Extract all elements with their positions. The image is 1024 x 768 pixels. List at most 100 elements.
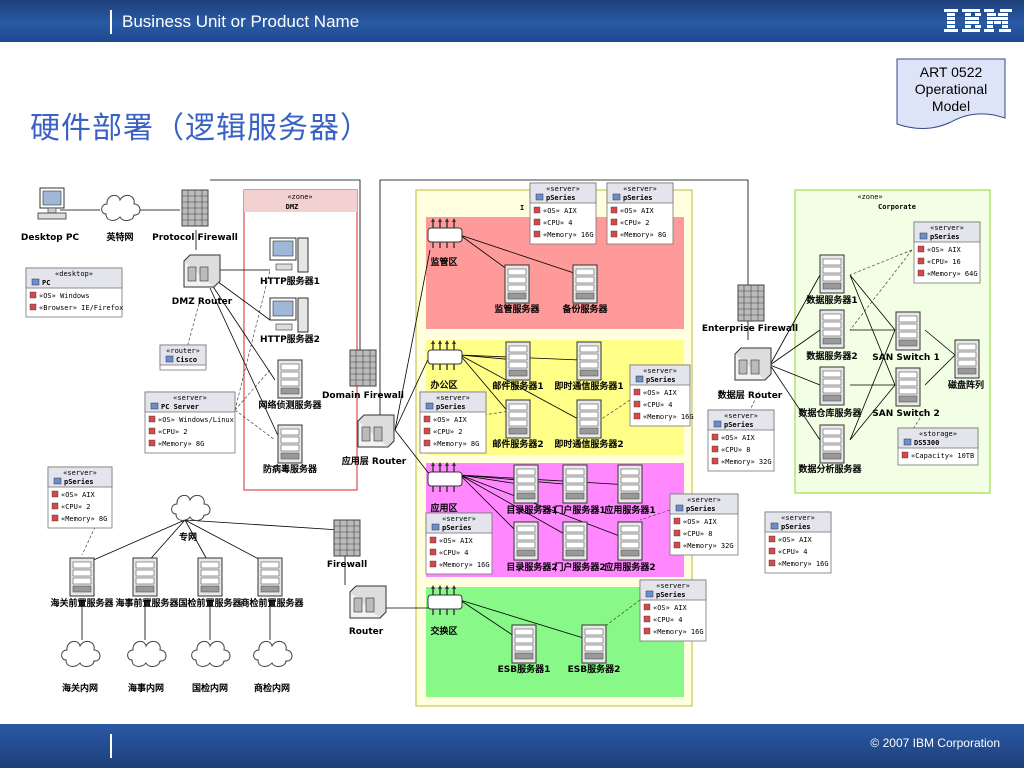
node-icon bbox=[612, 193, 621, 201]
spec-name: pSeries bbox=[442, 524, 472, 532]
spec-box: «server»pSeries«OS» AIX«CPU» 8«Memory» 3… bbox=[707, 409, 775, 472]
spec-attribute: «Memory» 16G bbox=[439, 561, 490, 569]
spec-box: «storage»DS5300«Capacity» 10TB bbox=[897, 427, 979, 466]
spec-attribute: «CPU» 16 bbox=[927, 258, 961, 266]
spec-attribute: «CPU» 8 bbox=[721, 446, 751, 454]
spec-name: pSeries bbox=[656, 591, 686, 599]
svg-text:数据分析服务器: 数据分析服务器 bbox=[798, 463, 862, 475]
http1-node: HTTP服务器1 bbox=[260, 237, 320, 287]
svg-text:即时通信服务器2: 即时通信服务器2 bbox=[554, 438, 623, 450]
spec-attribute: «Memory» 8G bbox=[61, 515, 107, 523]
spec-attribute: «OS» AIX bbox=[439, 537, 474, 545]
svg-text:Domain Firewall: Domain Firewall bbox=[322, 391, 404, 401]
attribute-icon bbox=[768, 535, 776, 543]
svg-text:数据服务器2: 数据服务器2 bbox=[806, 350, 857, 362]
node-icon bbox=[645, 590, 654, 598]
spec-name: DS5300 bbox=[914, 439, 939, 447]
zone-dmz-name: DMZ bbox=[286, 203, 299, 211]
svg-text:应用服务器1: 应用服务器1 bbox=[604, 504, 655, 516]
attribute-icon bbox=[610, 206, 618, 214]
attribute-icon bbox=[51, 502, 59, 510]
spec-attribute: «CPU» 2 bbox=[433, 428, 463, 436]
attribute-icon bbox=[917, 245, 925, 253]
http2-node: HTTP服务器2 bbox=[260, 297, 320, 345]
spec-box: «server»pSeries«OS» AIX«CPU» 4«Memory» 1… bbox=[425, 512, 493, 575]
antivirus-node: 防病毒服务器 bbox=[263, 424, 318, 475]
desktop-pc-node: Desktop PC bbox=[21, 187, 79, 243]
header-bar: Business Unit or Product Name bbox=[0, 0, 1024, 42]
svg-text:数据服务器1: 数据服务器1 bbox=[806, 294, 857, 306]
svg-text:ESB服务器2: ESB服务器2 bbox=[568, 663, 621, 675]
spec-attribute: «Browser» IE/Firefox bbox=[39, 304, 123, 312]
spec-stereotype: «storage» bbox=[919, 430, 957, 438]
spec-stereotype: «server» bbox=[656, 582, 690, 590]
spec-attribute: «OS» AIX bbox=[778, 536, 813, 544]
attribute-icon bbox=[917, 257, 925, 265]
attribute-icon bbox=[768, 559, 776, 567]
spec-name: pSeries bbox=[930, 233, 960, 241]
attribute-icon bbox=[917, 269, 925, 277]
spec-boxes: «desktop»PC«OS» Windows«Browser» IE/Fire… bbox=[25, 182, 981, 642]
spec-name: pSeries bbox=[436, 403, 466, 411]
protocol-firewall-node: Protocol Firewall bbox=[152, 189, 238, 243]
svg-text:应用层 Router: 应用层 Router bbox=[342, 455, 407, 467]
attribute-icon bbox=[633, 400, 641, 408]
zone-dmz-stereo: «zone» bbox=[287, 193, 312, 201]
connections bbox=[60, 179, 956, 641]
spec-box: «server»pSeries«OS» AIX«CPU» 4«Memory» 1… bbox=[764, 511, 832, 574]
spec-box: «desktop»PC«OS» Windows«Browser» IE/Fire… bbox=[25, 267, 123, 318]
spec-attribute: «CPU» 8 bbox=[683, 530, 713, 538]
spec-name: pSeries bbox=[64, 478, 94, 486]
svg-text:备份服务器: 备份服务器 bbox=[561, 303, 608, 315]
area-office-label: 办公区 bbox=[430, 379, 457, 391]
attribute-icon bbox=[148, 427, 156, 435]
attribute-icon bbox=[673, 529, 681, 537]
spec-attribute: «OS» AIX bbox=[61, 491, 96, 499]
spec-box: «server»pSeries«OS» AIX«CPU» 8«Memory» 3… bbox=[669, 493, 739, 556]
spec-attribute: «CPU» 4 bbox=[543, 219, 573, 227]
spec-box: «server»pSeries«OS» AIX«CPU» 4«Memory» 1… bbox=[629, 364, 694, 427]
spec-attribute: «OS» AIX bbox=[721, 434, 756, 442]
svg-text:海事前置服务器: 海事前置服务器 bbox=[115, 597, 179, 609]
svg-text:监管服务器: 监管服务器 bbox=[494, 303, 540, 315]
node-icon bbox=[635, 375, 644, 383]
attribute-icon bbox=[148, 439, 156, 447]
svg-text:邮件服务器1: 邮件服务器1 bbox=[492, 380, 543, 392]
spec-stereotype: «server» bbox=[687, 496, 721, 504]
node-icon bbox=[713, 420, 722, 428]
spec-box: «server»pSeries«OS» AIX«CPU» 16«Memory» … bbox=[913, 221, 981, 284]
attribute-icon bbox=[429, 548, 437, 556]
spec-stereotype: «desktop» bbox=[55, 270, 93, 278]
spec-attribute: «CPU» 4 bbox=[778, 548, 808, 556]
spec-stereotype: «server» bbox=[63, 469, 97, 477]
area-exchange-label: 交换区 bbox=[430, 625, 457, 637]
svg-text:Enterprise Firewall: Enterprise Firewall bbox=[702, 324, 798, 334]
art-note: ART 0522 Operational Model bbox=[896, 58, 1006, 134]
attribute-icon bbox=[423, 427, 431, 435]
internet-node: 英特网 bbox=[101, 194, 141, 243]
attribute-icon bbox=[610, 218, 618, 226]
node-icon bbox=[675, 504, 684, 512]
attribute-icon bbox=[711, 445, 719, 453]
spec-attribute: «OS» AIX bbox=[653, 604, 688, 612]
svg-text:英特网: 英特网 bbox=[105, 231, 133, 243]
attribute-icon bbox=[429, 560, 437, 568]
spec-stereotype: «server» bbox=[643, 367, 677, 375]
spec-stereotype: «server» bbox=[724, 412, 758, 420]
attribute-icon bbox=[633, 412, 641, 420]
svg-text:数据仓库服务器: 数据仓库服务器 bbox=[798, 407, 862, 419]
attribute-icon bbox=[533, 206, 541, 214]
svg-text:国检内网: 国检内网 bbox=[192, 682, 228, 694]
svg-text:ESB服务器1: ESB服务器1 bbox=[498, 663, 551, 675]
svg-text:网络侦测服务器: 网络侦测服务器 bbox=[258, 399, 322, 411]
svg-text:门户服务器1: 门户服务器1 bbox=[554, 504, 605, 516]
attribute-icon bbox=[29, 303, 37, 311]
spec-attribute: «OS» AIX bbox=[927, 246, 962, 254]
svg-text:SAN Switch 2: SAN Switch 2 bbox=[872, 409, 939, 419]
zone-corporate-stereo: «zone» bbox=[857, 193, 882, 201]
attribute-icon bbox=[51, 514, 59, 522]
spec-name: PC bbox=[42, 279, 50, 287]
attribute-icon bbox=[901, 451, 909, 459]
spec-attribute: «CPU» 4 bbox=[653, 616, 683, 624]
node-icon bbox=[150, 402, 159, 410]
